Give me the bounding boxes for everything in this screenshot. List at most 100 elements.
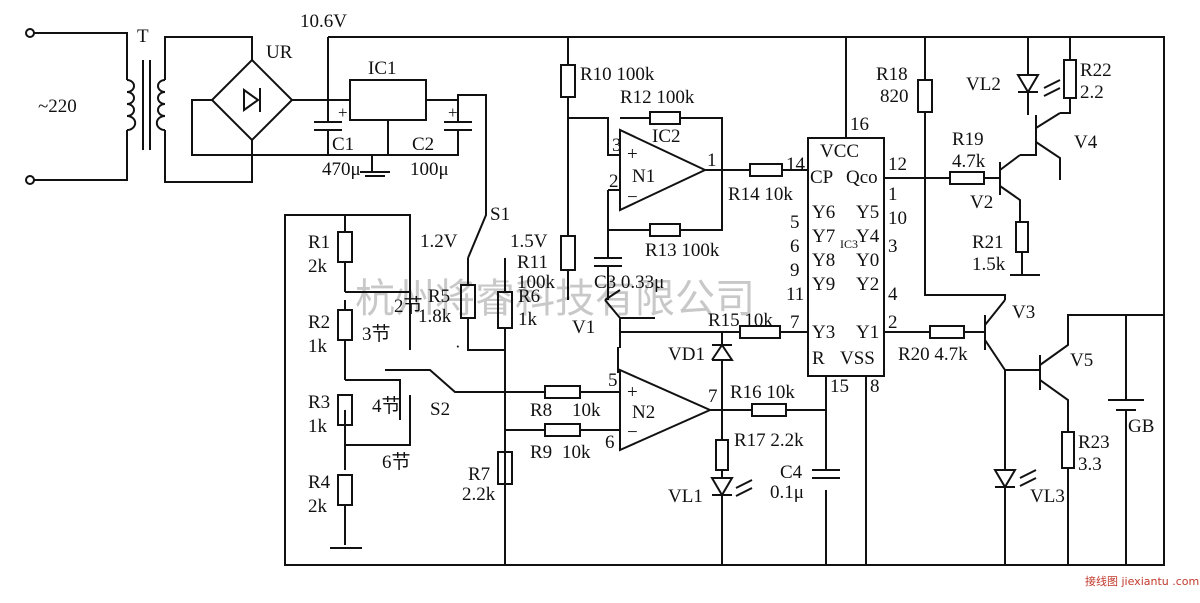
svg-text:R6: R6 [518,286,540,307]
svg-text:R3: R3 [308,392,330,413]
rail-voltage: 10.6V [300,11,347,32]
svg-text:Y4: Y4 [856,226,880,247]
resistor-r19: R19 4.7k [884,129,1000,185]
svg-text:Y1: Y1 [856,322,879,343]
svg-text:IC3: IC3 [840,237,858,251]
svg-text:15: 15 [830,376,849,397]
svg-text:IC1: IC1 [368,58,397,79]
opamp-n2: + − N2 5 6 7 R8 10k R9 10k R15 10k [505,310,808,463]
svg-text:+: + [448,103,458,122]
capacitor-c2: + C2 100μ [360,100,472,180]
svg-text:V4: V4 [1074,132,1098,153]
svg-text:14: 14 [786,154,806,175]
svg-text:R12 100k: R12 100k [620,87,695,108]
svg-text:R14 10k: R14 10k [728,184,793,205]
svg-text:1: 1 [888,184,898,205]
output-network-n2: R16 10k R17 2.2k VL1 C4 0.1μ [668,382,840,565]
svg-text:4: 4 [888,284,898,305]
svg-text:+: + [627,382,638,403]
s1-label: S1 [490,204,510,225]
svg-text:10: 10 [888,208,907,229]
svg-text:R22: R22 [1080,60,1112,81]
site-logo: 接线图 jiexiantu .com [1085,574,1199,588]
svg-text:R20 4.7k: R20 4.7k [898,344,968,365]
svg-text:R18: R18 [876,64,908,85]
svg-text:3: 3 [612,135,622,156]
svg-text:R11: R11 [517,252,548,273]
svg-text:3.3: 3.3 [1078,454,1102,475]
transistor-v2: V2 R21 1.5k [970,154,1040,276]
ac-input: ~220 [25,28,137,185]
transistor-v3: V3 R20 4.7k [884,299,1040,371]
rectifier-label: UR [266,42,293,63]
svg-text:3节: 3节 [362,323,391,345]
svg-text:1k: 1k [308,416,328,437]
svg-text:+: + [627,144,638,165]
svg-text:C2: C2 [412,134,434,155]
svg-text:N1: N1 [632,166,655,187]
svg-text:R9: R9 [530,442,552,463]
svg-text:1k: 1k [308,336,328,357]
svg-text:100k: 100k [517,272,556,293]
svg-text:VL2: VL2 [966,74,1001,95]
svg-text:1k: 1k [518,309,538,330]
svg-text:1.8k: 1.8k [418,306,452,327]
transistor-v5: V5 R23 3.3 VL3 [993,314,1164,565]
svg-text:R21: R21 [972,232,1004,253]
svg-text:2.2k: 2.2k [462,484,496,505]
svg-text:−: − [627,187,638,208]
svg-text:R4: R4 [308,472,331,493]
svg-text:2: 2 [609,171,619,192]
svg-text:12: 12 [888,154,907,175]
resistor-r18: R18 820 [876,37,1006,300]
svg-text:R5: R5 [428,286,450,307]
switch-s1 [457,94,487,259]
svg-text:11: 11 [786,284,804,305]
svg-text:6: 6 [790,236,800,257]
svg-text:S2: S2 [430,399,450,420]
svg-text:R19: R19 [952,129,984,150]
selector-switch-s2: S2 · [385,337,545,420]
capacitor-c3: C3 0.33μ [594,230,664,300]
bridge-rectifier-ur: UR [191,42,373,172]
svg-text:CP: CP [810,167,833,188]
capacitor-c1: + C1 470μ [314,100,361,180]
svg-text:C1: C1 [332,134,354,155]
svg-text:R13 100k: R13 100k [645,240,720,261]
svg-text:R15 10k: R15 10k [708,310,773,331]
resistor-r6: R6 1k [497,258,540,565]
svg-text:5: 5 [790,212,800,233]
svg-text:IC2: IC2 [652,126,681,147]
svg-text:N2: N2 [632,402,655,423]
regulator-ic1: IC1 [328,58,458,155]
svg-text:V2: V2 [970,192,993,213]
svg-text:VL3: VL3 [1030,486,1065,507]
resistor-ladder: R1 2k R2 1k R3 1k R4 2k 2节 3节 4节 6节 [308,215,423,549]
svg-text:1: 1 [707,150,717,171]
svg-text:R2: R2 [308,312,330,333]
r10-label: R10 100k [580,64,655,85]
svg-text:2.2: 2.2 [1080,82,1104,103]
svg-text:−: − [627,422,638,443]
svg-text:·: · [455,337,461,356]
svg-text:R1: R1 [308,232,330,253]
svg-text:3: 3 [888,236,898,257]
svg-text:6: 6 [605,432,615,453]
svg-text:10k: 10k [572,400,601,421]
svg-text:16: 16 [850,114,869,135]
svg-text:1.2V: 1.2V [420,231,458,252]
svg-text:VCC: VCC [820,141,859,162]
svg-text:2k: 2k [308,496,328,517]
svg-text:7: 7 [790,312,800,333]
svg-text:V3: V3 [1012,302,1035,323]
svg-text:C4: C4 [780,462,803,483]
svg-text:GB: GB [1128,416,1154,437]
resistor-r11: R11 100k R10 100k [517,37,655,300]
main-rail [284,36,1165,566]
svg-text:7: 7 [708,386,718,407]
ac-input-label: ~220 [38,96,77,117]
svg-text:Y5: Y5 [856,202,879,223]
resistor-r5: R5 1.8k [418,258,505,351]
svg-text:Qco: Qco [846,167,878,188]
svg-text:C3 0.33μ: C3 0.33μ [594,272,664,293]
